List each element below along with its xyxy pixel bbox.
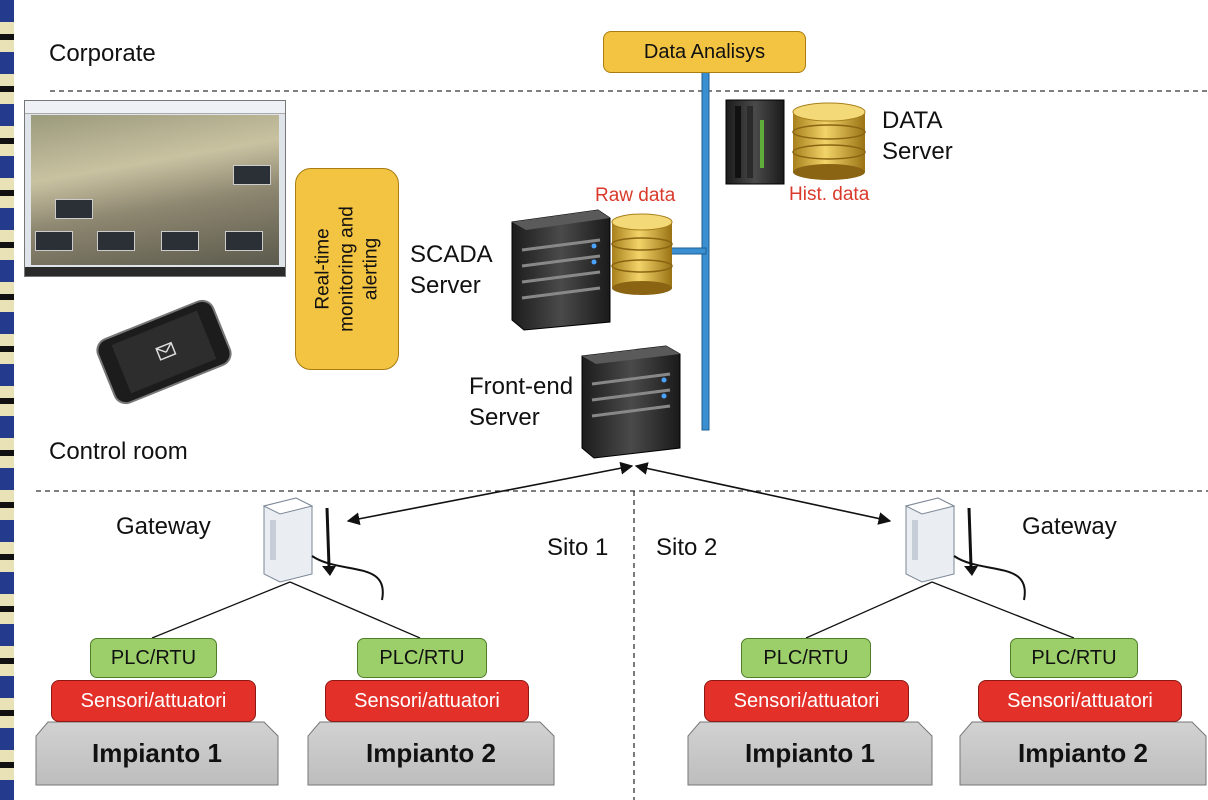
plant-platform-s1-p1 xyxy=(35,721,279,786)
frontend-rack-server-icon xyxy=(581,345,681,459)
scada-server-label-line2: Server xyxy=(410,272,481,299)
plant-platform-s2-p2 xyxy=(959,721,1207,786)
raw-data-caption: Raw data xyxy=(595,185,676,206)
link-arrow-sito2 xyxy=(634,462,892,525)
antenna-icon-left xyxy=(311,507,384,601)
realtime-monitoring-box: Real-time monitoring and alerting xyxy=(295,168,399,370)
gw-line-s1-p1 xyxy=(151,581,291,639)
gateway-device-icon-right xyxy=(904,497,956,583)
data-server-rack-icon xyxy=(725,99,785,185)
scada-rack-server-icon xyxy=(511,209,611,331)
monitoring-screenshot-icon xyxy=(24,100,286,277)
gateway-device-icon-left xyxy=(262,497,314,583)
sensors-actuators-box: Sensori/attuatori xyxy=(325,680,529,722)
gw-line-s2-p2 xyxy=(931,581,1075,639)
plc-rtu-box: PLC/RTU xyxy=(357,638,487,678)
antenna-icon-right xyxy=(953,507,1026,601)
sensors-actuators-box: Sensori/attuatori xyxy=(704,680,909,722)
sensors-actuators-box: Sensori/attuatori xyxy=(978,680,1182,722)
frontend-server-label-line2: Server xyxy=(469,404,540,431)
plc-rtu-box: PLC/RTU xyxy=(1010,638,1138,678)
data-server-label-line2: Server xyxy=(882,138,953,165)
plc-rtu-box: PLC/RTU xyxy=(741,638,871,678)
gw-line-s2-p1 xyxy=(805,581,933,639)
plc-rtu-box: PLC/RTU xyxy=(90,638,217,678)
data-server-database-icon xyxy=(792,102,866,180)
plant-label: Impianto 2 xyxy=(365,737,496,768)
network-bus-scada-link xyxy=(667,247,707,255)
sensors-actuators-box: Sensori/attuatori xyxy=(51,680,256,722)
plant-platform-s2-p1 xyxy=(687,721,933,786)
data-analysis-box: Data Analisys xyxy=(603,31,806,73)
scada-database-icon xyxy=(611,213,673,295)
zone-label-corporate: Corporate xyxy=(49,40,156,67)
gateway-label-sito2: Gateway xyxy=(1022,513,1117,540)
data-server-label-line1: DATA xyxy=(882,107,943,134)
site-label-sito1: Sito 1 xyxy=(547,534,609,561)
plant-label: Impianto 2 xyxy=(1017,737,1148,768)
left-decor-stripe xyxy=(0,0,14,800)
plant-label: Impianto 1 xyxy=(91,737,222,768)
frontend-server-label-line1: Front-end xyxy=(469,373,574,400)
plant-platform-s1-p2 xyxy=(307,721,555,786)
plant-label: Impianto 1 xyxy=(744,737,875,768)
gateway-label-sito1: Gateway xyxy=(116,513,211,540)
smartphone-icon xyxy=(96,299,232,405)
zone-label-control-room: Control room xyxy=(49,438,188,465)
site-label-sito2: Sito 2 xyxy=(656,534,718,561)
scada-server-label-line1: SCADA xyxy=(410,241,493,268)
gw-line-s1-p2 xyxy=(289,581,421,639)
realtime-monitoring-text: Real-time monitoring and alerting xyxy=(312,206,381,332)
hist-data-caption: Hist. data xyxy=(789,184,870,205)
link-arrow-sito1 xyxy=(346,461,634,526)
